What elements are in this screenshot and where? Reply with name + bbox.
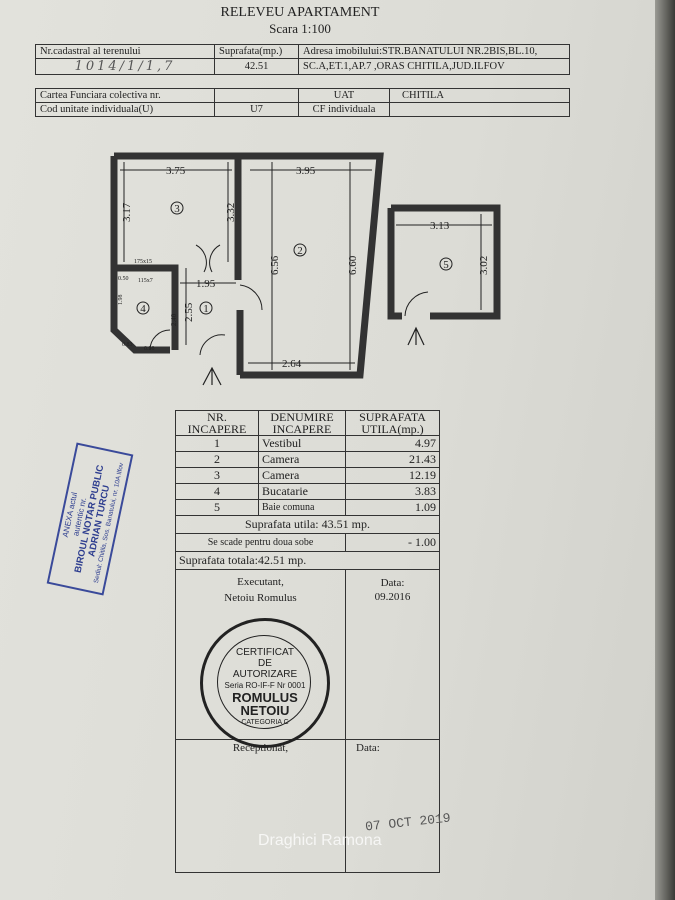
certificate-stamp: CERTIFICAT DE AUTORIZARE Seria RO-IF-F N… <box>200 618 330 748</box>
cf-individual-value <box>389 102 570 117</box>
room-numbers: 1 2 3 4 5 <box>136 201 453 315</box>
receptionat-label: Receptionat, <box>175 739 346 873</box>
info-table: Nr.cadastral al terenului Suprafata(mp.)… <box>35 44 570 75</box>
deduction-label: Se scade pentru doua sobe <box>175 533 346 552</box>
rooms-table: NR. INCAPERE DENUMIRE INCAPERE SUPRAFATA… <box>175 410 440 873</box>
room-number: 3 <box>174 203 180 215</box>
room-name: Baie comuna <box>258 499 346 516</box>
room-number: 2 <box>297 245 303 257</box>
executant-name: Netoiu Romulus <box>224 592 297 604</box>
date-value: 09.2016 <box>374 591 411 603</box>
code-value: U7 <box>214 102 299 117</box>
cf-table: Cartea Funciara colectiva nr. UAT CHITIL… <box>35 88 570 117</box>
room-area: 3.83 <box>345 483 440 500</box>
room-name: Vestibul <box>258 435 346 452</box>
address-line2: SC.A,ET.1,AP.7 ,ORAS CHITILA,JUD.ILFOV <box>298 58 570 75</box>
walls <box>110 152 501 379</box>
dim-label: 1.98 <box>118 295 124 306</box>
room-nr: 2 <box>175 451 259 468</box>
dim-label: 0.50 <box>118 276 129 282</box>
dim-label: 3.13 <box>430 220 450 232</box>
room-name: Camera <box>258 451 346 468</box>
dimension-lines <box>120 162 492 370</box>
cadastral-value: 1014/1/1,7 <box>35 58 215 75</box>
dim-label: 3.17 <box>121 202 133 222</box>
document-title: RELEVEU APARTAMENT <box>220 5 380 20</box>
receptionat-date-label: Data: <box>345 739 440 873</box>
room-area: 1.09 <box>345 499 440 516</box>
header-nr: NR. INCAPERE <box>175 410 259 436</box>
north-arrows <box>202 326 425 386</box>
room-name: Camera <box>258 467 346 484</box>
dim-label: 0.83 <box>122 342 133 348</box>
watermark: Draghici Ramona <box>258 832 382 849</box>
room-number: 4 <box>140 303 146 315</box>
room-area: 21.43 <box>345 451 440 468</box>
room-area: 4.97 <box>345 435 440 452</box>
dim-label: 2.55 <box>183 302 195 322</box>
doors <box>149 244 429 356</box>
dim-label: 175x15 <box>134 259 152 265</box>
room-number: 5 <box>443 259 449 271</box>
room-nr: 5 <box>175 499 259 516</box>
executant-label: Executant, <box>237 576 284 588</box>
dim-label: 0.98 <box>144 346 155 352</box>
room-nr: 4 <box>175 483 259 500</box>
dim-label: 3.75 <box>166 165 186 177</box>
dim-label: 3.95 <box>296 165 316 177</box>
dim-label: 115x7 <box>138 278 153 284</box>
scale-label: Scara 1:100 <box>269 21 331 36</box>
dim-label: 2.64 <box>282 358 302 370</box>
room-name: Bucatarie <box>258 483 346 500</box>
dim-label: 3.02 <box>478 256 490 275</box>
header-name: DENUMIRE INCAPERE <box>258 410 346 436</box>
useful-area: Suprafata utila: 43.51 mp. <box>175 515 440 534</box>
dim-label: 3.32 <box>225 203 237 222</box>
dim-label: 2.40 <box>170 313 178 326</box>
total-area: Suprafata totala:42.51 mp. <box>175 551 440 570</box>
deduction-value: - 1.00 <box>345 533 440 552</box>
dim-label: 1.95 <box>196 278 216 290</box>
photo-edge <box>655 0 675 900</box>
dim-label: 6.60 <box>347 255 359 275</box>
header-area: SUPRAFATA UTILA(mp.) <box>345 410 440 436</box>
room-number: 1 <box>203 303 209 315</box>
room-nr: 3 <box>175 467 259 484</box>
dim-label: 6.56 <box>269 255 281 275</box>
floor-plan: 3.75 3.95 3.17 3.32 6.56 6.60 1.95 2.55 … <box>110 152 501 386</box>
room-nr: 1 <box>175 435 259 452</box>
dimension-labels: 3.75 3.95 3.17 3.32 6.56 6.60 1.95 2.55 … <box>118 165 490 370</box>
date-label: Data: <box>380 577 405 589</box>
room-area: 12.19 <box>345 467 440 484</box>
